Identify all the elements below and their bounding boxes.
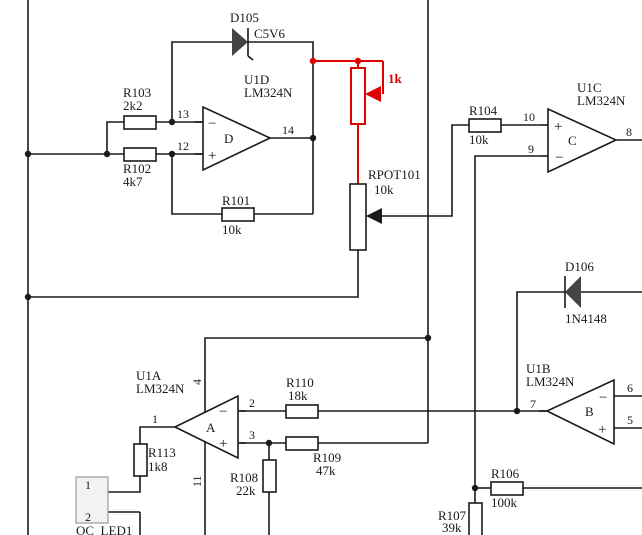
label-text: 10 xyxy=(523,110,535,124)
label-text: − xyxy=(555,150,563,166)
label-text: R107 xyxy=(438,508,467,523)
resistor-r102: R102 4k7 xyxy=(123,147,157,189)
label-text: + xyxy=(208,148,216,164)
d105-ref: D105 xyxy=(230,10,259,25)
u1c-value: LM324N xyxy=(577,93,626,108)
resistor-r107: R107 39k xyxy=(438,502,483,535)
u1d-unit: D xyxy=(224,131,233,146)
d105-value: C5V6 xyxy=(254,26,286,41)
trim-pot-highlight: 1k xyxy=(309,57,403,184)
u1c-unit: C xyxy=(568,133,577,148)
u1a-ref: U1A xyxy=(136,368,162,383)
label-text: R113 xyxy=(148,445,176,460)
wires xyxy=(27,0,642,535)
resistor-r106: R106 100k xyxy=(490,466,524,510)
label-text: 1N4148 xyxy=(565,311,607,326)
resistor-r101: R101 10k xyxy=(221,193,255,237)
label-text: R102 xyxy=(123,161,151,176)
u1d-ref: U1D xyxy=(244,72,269,87)
u1d-value: LM324N xyxy=(244,85,293,100)
label-text: 1 xyxy=(152,412,158,426)
label-text: 8 xyxy=(626,125,632,139)
label-text: 2 xyxy=(249,396,255,410)
label-text: R109 xyxy=(313,450,341,465)
label-text: R104 xyxy=(469,103,498,118)
label-text: 39k xyxy=(442,520,462,535)
label-text: 12 xyxy=(177,139,189,153)
label-text: + xyxy=(219,436,227,452)
label-text: R103 xyxy=(123,85,151,100)
resistor-r104: R104 10k xyxy=(468,103,502,147)
label-text: RPOT101 xyxy=(368,167,421,182)
label-text: 10k xyxy=(469,132,489,147)
label-text: 2 xyxy=(85,510,91,524)
label-text: − xyxy=(208,116,216,132)
resistor-r109: R109 47k xyxy=(285,436,341,478)
label-text: 10k xyxy=(222,222,242,237)
label-text: − xyxy=(219,404,227,420)
opamp-u1b: − + B U1B LM324N 7 6 5 xyxy=(526,361,633,446)
diode-d106: D106 1N4148 xyxy=(564,259,607,326)
resistor-r110: R110 18k xyxy=(285,375,319,419)
label-text: OC_LED1 xyxy=(76,523,132,535)
label-text: 18k xyxy=(288,388,308,403)
u1b-ref: U1B xyxy=(526,361,551,376)
label-text: 11 xyxy=(190,475,204,487)
label-text: − xyxy=(599,390,607,406)
resistor-r108: R108 22k xyxy=(230,459,277,498)
diode-d105: D105 C5V6 xyxy=(230,10,286,61)
opamp-u1a: − + A U1A LM324N 1 2 3 4 11 xyxy=(136,368,255,487)
u1b-unit: B xyxy=(585,404,594,419)
label-text: R101 xyxy=(222,193,250,208)
label-text: 1k8 xyxy=(148,459,168,474)
label-text: 6 xyxy=(627,381,633,395)
trim-pot-wiper xyxy=(365,86,381,102)
label-text: 2k2 xyxy=(123,98,143,113)
resistor-r103: R103 2k2 xyxy=(123,85,157,130)
label-text: 4k7 xyxy=(123,174,143,189)
label-text: 22k xyxy=(236,483,256,498)
trim-pot-body xyxy=(350,67,366,125)
connector-oc-led1: 1 2 OC_LED1 xyxy=(75,476,132,535)
label-text: + xyxy=(598,422,606,438)
label-text: 13 xyxy=(177,107,189,121)
opamp-u1d: − + D U1D LM324N 13 12 14 xyxy=(177,72,294,172)
u1a-unit: A xyxy=(206,420,216,435)
label-text: R106 xyxy=(491,466,520,481)
label-text: 5 xyxy=(627,413,633,427)
label-text: 1 xyxy=(85,478,91,492)
trim-pot-value: 1k xyxy=(388,71,403,86)
label-text: 7 xyxy=(530,397,536,411)
label-text: 47k xyxy=(316,463,336,478)
label-text: 9 xyxy=(528,142,534,156)
label-text: 4 xyxy=(190,379,204,385)
u1a-value: LM324N xyxy=(136,381,185,396)
label-text: D106 xyxy=(565,259,594,274)
junctions xyxy=(24,118,521,492)
u1c-ref: U1C xyxy=(577,80,602,95)
label-text: 10k xyxy=(374,182,394,197)
label-text: 100k xyxy=(491,495,518,510)
label-text: R110 xyxy=(286,375,314,390)
opamp-u1c: + − C U1C LM324N 10 9 8 xyxy=(523,80,632,174)
label-text: 14 xyxy=(282,123,294,137)
label-text: R108 xyxy=(230,470,258,485)
u1b-value: LM324N xyxy=(526,374,575,389)
resistor-r113: R113 1k8 xyxy=(133,443,176,477)
label-text: 3 xyxy=(249,428,255,442)
potentiometer-rpot101: RPOT101 10k xyxy=(349,167,421,251)
label-text: + xyxy=(554,119,562,135)
